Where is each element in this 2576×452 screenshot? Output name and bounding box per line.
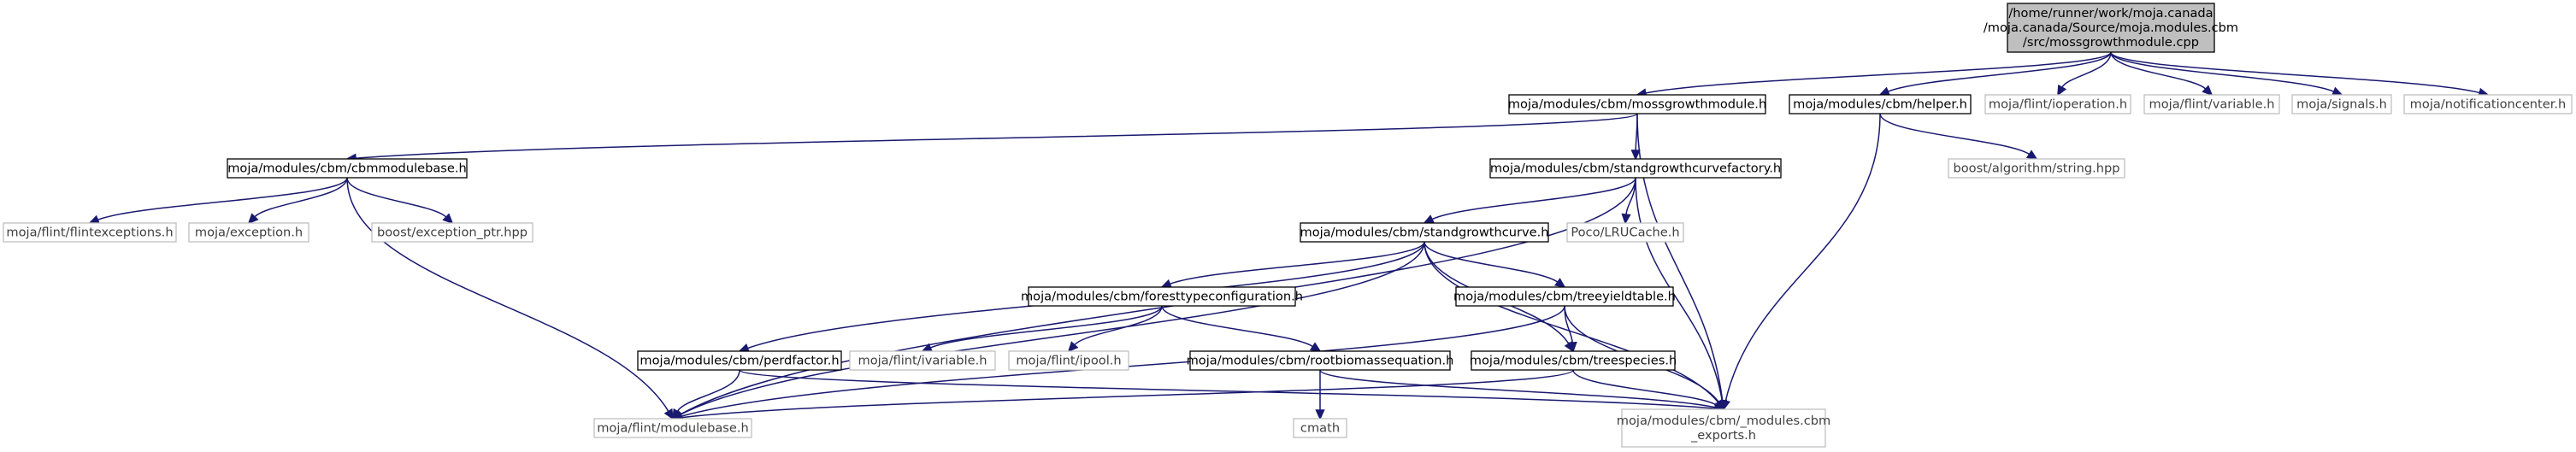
node-label: moja/flint/ioperation.h [1989, 97, 2127, 112]
node-label: cmath [1300, 421, 1340, 436]
edge-standardgrowthcurvefactory_h-to-standgrowthcurve_h [1423, 177, 1636, 224]
node-label: moja/modules/cbm/cbmmodulebase.h [227, 161, 467, 176]
edge-cbmmodulebase_h-to-exception_h [247, 177, 348, 225]
node-root[interactable]: /home/runner/work/moja.canada/moja.canad… [1984, 3, 2238, 53]
edge-mossgrowthmodule_h-to-cbmmodulebase_h [345, 113, 1638, 163]
edge-root-to-variable_h [2110, 51, 2213, 97]
node-helper-h[interactable]: moja/modules/cbm/helper.h [1789, 94, 1972, 114]
node-modulebase-h: moja/flint/modulebase.h [593, 418, 752, 438]
node-flintexceptions-h: moja/flint/flintexceptions.h [3, 222, 177, 243]
node-label: moja/modules/cbm/rootbiomassequation.h [1187, 354, 1454, 368]
node-label: moja/flint/modulebase.h [597, 421, 749, 436]
node-label: moja/modules/cbm/treespecies.h [1470, 354, 1677, 368]
edge-foresttypeconfiguration_h-to-rootbiomassequation_h [1161, 305, 1322, 352]
node-label: /src/mossgrowthmodule.cpp [2023, 35, 2199, 50]
node-boost-string-hpp: boost/algorithm/string.hpp [1948, 158, 2125, 179]
node-label: /home/runner/work/moja.canada [2008, 6, 2213, 21]
node-exception-ptr-hpp: boost/exception_ptr.hpp [371, 222, 533, 243]
node-notificationcenter-h: moja/notificationcenter.h [2403, 94, 2573, 114]
node-label: moja/modules/cbm/standgrowthcurvefactory… [1490, 161, 1781, 176]
node-cbmmodulebase-h[interactable]: moja/modules/cbm/cbmmodulebase.h [227, 158, 468, 179]
node-foresttypeconfiguration-h[interactable]: moja/modules/cbm/foresttypeconfiguration… [1021, 286, 1303, 307]
edge-treespecies_h-to-modulebase_h [671, 369, 1574, 423]
node-label: moja/modules/cbm/_modules.cbm [1617, 414, 1830, 428]
edge-root-to-signals_h [2110, 51, 2343, 97]
node-label: moja/modules/cbm/helper.h [1793, 97, 1967, 112]
node-label: moja/flint/ipool.h [1016, 354, 1121, 368]
node-label: moja/flint/variable.h [2149, 97, 2275, 112]
node-label: _exports.h [1690, 428, 1756, 443]
node-signals-h: moja/signals.h [2291, 94, 2392, 114]
edge-helper_h-to-cbm_exports_h [1720, 113, 1881, 411]
edge-rootbiomassequation_h-to-cmath [1315, 370, 1325, 420]
node-standardgrowthcurvefactory-h[interactable]: moja/modules/cbm/standgrowthcurvefactory… [1489, 158, 1782, 179]
node-label: /moja.canada/Source/moja.modules.cbm [1984, 21, 2238, 35]
node-label: moja/signals.h [2296, 97, 2387, 112]
edge-helper_h-to-boost_string_hpp [1879, 113, 2038, 160]
edge-cbmmodulebase_h-to-exception_ptr_hpp [346, 177, 454, 225]
edge-perdfactor_h-to-cbm_exports_h [739, 369, 1725, 414]
node-label: boost/exception_ptr.hpp [377, 226, 528, 240]
node-label: moja/exception.h [195, 226, 303, 240]
edge-standgrowthcurve_h-to-modulebase_h [671, 241, 1425, 420]
node-label: moja/flint/flintexceptions.h [6, 226, 173, 240]
node-ivariable-h: moja/flint/ivariable.h [849, 350, 996, 371]
node-treeyieldtable-h[interactable]: moja/modules/cbm/treeyieldtable.h [1453, 286, 1676, 307]
edge-standgrowthcurve_h-to-treeyieldtable_h [1424, 241, 1566, 289]
node-ipool-h: moja/flint/ipool.h [1008, 350, 1129, 371]
node-standgrowthcurve-h[interactable]: moja/modules/cbm/standgrowthcurve.h [1300, 222, 1549, 243]
node-lrucache-h: Poco/LRUCache.h [1566, 222, 1684, 243]
node-label: boost/algorithm/string.hpp [1953, 161, 2119, 176]
node-label: Poco/LRUCache.h [1571, 226, 1679, 240]
node-cbm-exports-h: moja/modules/cbm/_modules.cbm_exports.h [1617, 408, 1830, 448]
edge-cbmmodulebase_h-to-flintexceptions_h [88, 177, 348, 225]
edge-root-to-mossgrowthmodule_h [1636, 51, 2112, 98]
edge-perdfactor_h-to-modulebase_h [672, 369, 740, 420]
node-cmath: cmath [1293, 418, 1347, 438]
node-variable-h: moja/flint/variable.h [2143, 94, 2280, 114]
node-rootbiomassequation-h[interactable]: moja/modules/cbm/rootbiomassequation.h [1187, 350, 1454, 371]
edge-standgrowthcurve_h-to-foresttypeconfiguration_h [1160, 241, 1425, 289]
node-label: moja/modules/cbm/foresttypeconfiguration… [1021, 290, 1303, 304]
edge-treespecies_h-to-cbm_exports_h [1572, 369, 1725, 410]
node-perdfactor-h[interactable]: moja/modules/cbm/perdfactor.h [637, 350, 842, 371]
node-mossgrowthmodule-h[interactable]: moja/modules/cbm/mossgrowthmodule.h [1508, 94, 1766, 114]
node-label: moja/modules/cbm/standgrowthcurve.h [1300, 226, 1548, 240]
node-label: moja/notificationcenter.h [2410, 97, 2567, 112]
edge-treeyieldtable_h-to-treespecies_h [1564, 305, 1577, 353]
node-treespecies-h[interactable]: moja/modules/cbm/treespecies.h [1470, 350, 1677, 371]
node-exception-h: moja/exception.h [188, 222, 309, 243]
edge-cbmmodulebase_h-to-modulebase_h [346, 177, 674, 420]
edge-foresttypeconfiguration_h-to-ivariable_h [921, 305, 1163, 352]
edge-root-to-notificationcenter_h [2110, 51, 2490, 97]
node-ioperation-h: moja/flint/ioperation.h [1984, 94, 2131, 114]
graph-nodes: /home/runner/work/moja.canada/moja.canad… [3, 3, 2573, 448]
node-label: moja/modules/cbm/mossgrowthmodule.h [1508, 97, 1766, 112]
node-label: moja/modules/cbm/treeyieldtable.h [1453, 290, 1676, 304]
edge-root-to-ioperation_h [2057, 51, 2112, 97]
node-label: moja/modules/cbm/perdfactor.h [640, 354, 839, 368]
edge-foresttypeconfiguration_h-to-ipool_h [1067, 305, 1163, 353]
node-label: moja/flint/ivariable.h [858, 354, 987, 368]
